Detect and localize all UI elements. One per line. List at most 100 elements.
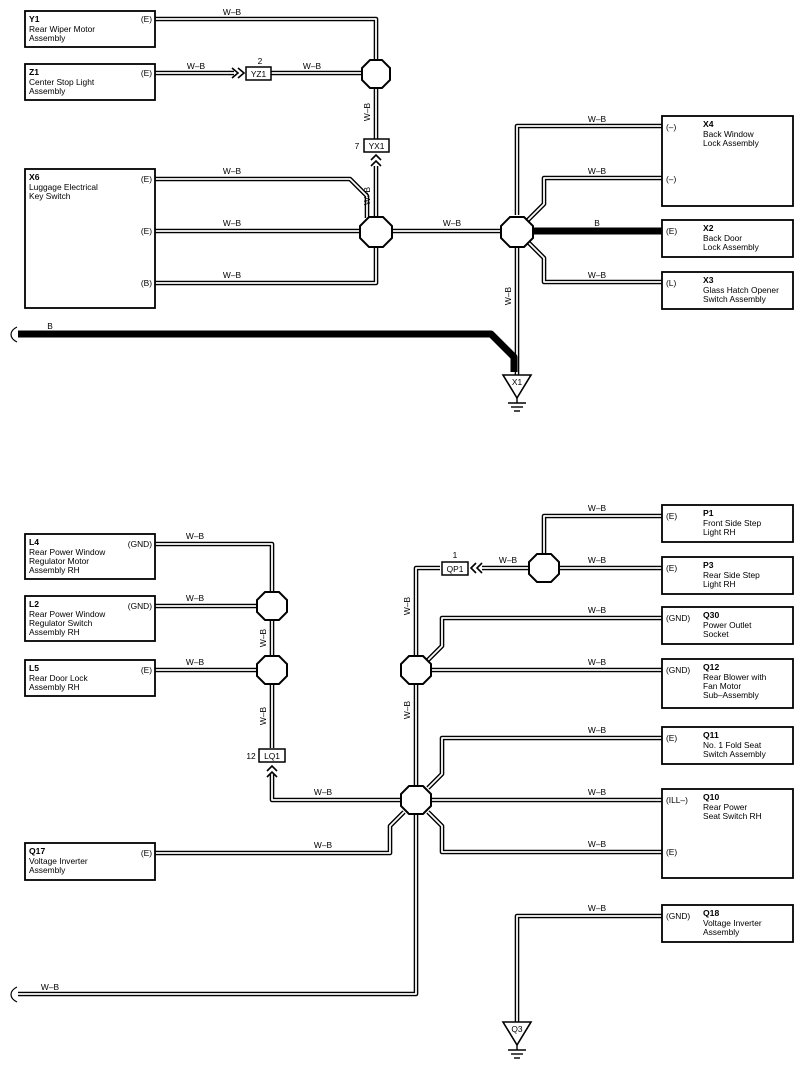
component-name-line: Assembly (703, 927, 740, 937)
splice-node (528, 553, 560, 583)
component-name-line: Rear Blower with (703, 672, 767, 682)
connector-pin: 7 (355, 141, 360, 151)
component-name-line: Light RH (703, 579, 736, 589)
pin-label: (E) (141, 848, 152, 858)
component-name-line: Rear Power (703, 802, 747, 812)
connector-lq1: LQ1 12 (246, 748, 286, 778)
wire-color-label: W–B (588, 503, 607, 513)
component-x6: X6 Luggage Electrical Key Switch (E) (E)… (24, 168, 156, 309)
wire-color-label: W–B (443, 218, 462, 228)
connector-label: QP1 (447, 564, 464, 574)
wire-color-label: W–B (588, 270, 607, 280)
wire-color-label: B (47, 321, 53, 331)
pin-label: (ILL–) (666, 795, 688, 805)
wire-color-label: W–B (362, 187, 372, 206)
component-code: Q18 (703, 908, 719, 918)
wire-color-label: W–B (186, 531, 205, 541)
component-name-line: Regulator Switch (29, 618, 93, 628)
connector-label: YZ1 (251, 69, 267, 79)
component-name-line: Fan Motor (703, 681, 741, 691)
component-name-line: Rear Door Lock (29, 673, 88, 683)
component-name-line: Assembly (29, 86, 66, 96)
connector-yx1: YX1 7 (355, 138, 390, 167)
component-name-line: No. 1 Fold Seat (703, 740, 762, 750)
component-name-line: Socket (703, 629, 729, 639)
component-q10: Q10 Rear Power Seat Switch RH (ILL–) (E) (661, 788, 794, 879)
component-name-line: Regulator Motor (29, 556, 89, 566)
wire-color-label: W–B (314, 787, 333, 797)
wire-color-label: W–B (41, 982, 60, 992)
component-code: Q17 (29, 846, 45, 856)
component-name-line: Key Switch (29, 191, 71, 201)
top-wires (10, 16, 662, 375)
splice-node (256, 591, 288, 621)
component-name-line: Seat Switch RH (703, 811, 762, 821)
component-code: P3 (703, 560, 714, 570)
pin-label: (GND) (666, 911, 690, 921)
pin-label: (E) (666, 733, 677, 743)
ground-label: X1 (512, 377, 523, 387)
component-p3: P3 Rear Side Step Light RH (E) (661, 556, 794, 595)
component-code: X4 (703, 119, 714, 129)
pin-label: (E) (666, 847, 677, 857)
component-name-line: Lock Assembly (703, 242, 760, 252)
wire-color-label: W–B (588, 555, 607, 565)
component-name-line: Rear Power Window (29, 609, 106, 619)
wire-color-label: W–B (588, 605, 607, 615)
component-q11: Q11 No. 1 Fold Seat Switch Assembly (E) (661, 726, 794, 765)
pin-label: (E) (141, 68, 152, 78)
pin-label: (GND) (128, 539, 152, 549)
wire-color-label: W–B (258, 629, 268, 648)
component-name-line: Rear Power Window (29, 547, 106, 557)
component-name-line: Rear Wiper Motor (29, 24, 95, 34)
pin-label: (–) (666, 174, 676, 184)
component-name-line: Switch Assembly (703, 749, 767, 759)
wire-color-label: W–B (223, 166, 242, 176)
splice-node (400, 785, 432, 815)
splice-node (400, 655, 432, 685)
pin-label: (–) (666, 122, 676, 132)
wire-color-label: W–B (314, 840, 333, 850)
pin-label: (E) (141, 665, 152, 675)
pin-label: (B) (141, 278, 152, 288)
component-name-line: Assembly (29, 33, 66, 43)
component-name-line: Back Window (703, 129, 755, 139)
component-code: Q10 (703, 792, 719, 802)
wire-color-label: W–B (499, 555, 518, 565)
component-name-line: Assembly RH (29, 627, 80, 637)
component-q18: Q18 Voltage Inverter Assembly (GND) (661, 904, 794, 943)
pin-label: (GND) (666, 665, 690, 675)
top-wire-labels: W–B W–B W–B W–B W–B W–B W–B W–B W–B B W–… (47, 7, 606, 331)
component-name-line: Lock Assembly (703, 138, 760, 148)
wire-color-label: W–B (223, 218, 242, 228)
component-code: X2 (703, 223, 714, 233)
ground-x1: X1 (501, 374, 533, 412)
component-x2: X2 Back Door Lock Assembly (E) (661, 219, 794, 258)
component-name-line: Back Door (703, 233, 742, 243)
component-p1: P1 Front Side Step Light RH (E) (661, 504, 794, 543)
component-name-line: Sub–Assembly (703, 690, 760, 700)
connector-pin: 2 (258, 56, 263, 66)
component-name-line: Glass Hatch Opener (703, 285, 779, 295)
wire-color-label: W–B (503, 287, 513, 306)
component-name-line: Voltage Inverter (29, 856, 88, 866)
component-code: X3 (703, 275, 714, 285)
connector-label: LQ1 (264, 751, 280, 761)
bottom-wires (10, 513, 662, 1022)
component-name-line: Light RH (703, 527, 736, 537)
component-y1: Y1 Rear Wiper Motor Assembly (E) (24, 10, 156, 48)
wire-color-label: W–B (258, 707, 268, 726)
bottom-splices (256, 553, 560, 815)
component-name-line: Assembly RH (29, 682, 80, 692)
component-x3: X3 Glass Hatch Opener Switch Assembly (L… (661, 271, 794, 310)
component-code: Q12 (703, 662, 719, 672)
splice-node (500, 216, 534, 248)
wire-color-label: W–B (588, 839, 607, 849)
wire-color-label: W–B (362, 103, 372, 122)
wire-color-label: W–B (588, 114, 607, 124)
component-name-line: Center Stop Light (29, 77, 95, 87)
component-name-line: Assembly (29, 865, 66, 875)
wire-color-label: W–B (588, 903, 607, 913)
splice-node (359, 216, 393, 248)
pin-label: (E) (141, 174, 152, 184)
